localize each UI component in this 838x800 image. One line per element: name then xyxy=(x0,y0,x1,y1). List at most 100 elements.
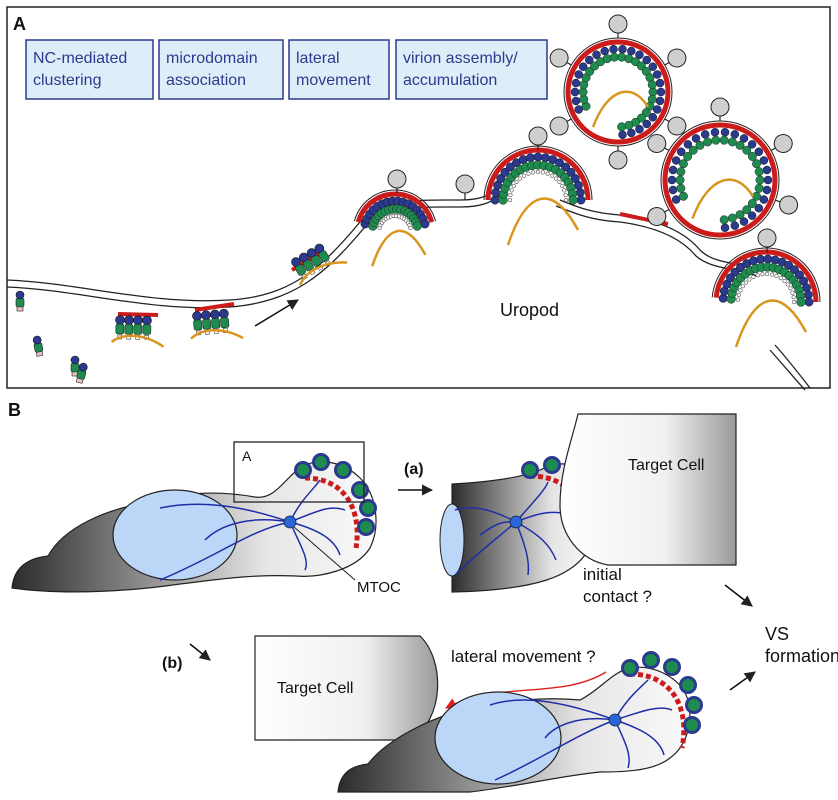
env-spike xyxy=(770,134,793,153)
gag-monomers xyxy=(15,290,88,384)
vs-line-2: formation xyxy=(765,646,838,666)
rna-strand xyxy=(691,178,755,219)
matrix-domain xyxy=(762,185,772,195)
matrix-domain xyxy=(618,130,627,140)
nc-domain xyxy=(736,297,741,302)
capsid-domain xyxy=(711,135,721,145)
plasma-membrane xyxy=(6,185,811,391)
matrix-domain xyxy=(526,153,535,163)
env-spike xyxy=(528,126,548,150)
budding-particle xyxy=(334,461,352,479)
nc-domain xyxy=(526,171,531,176)
capsid-domain xyxy=(754,167,764,177)
capsid-domain xyxy=(719,135,729,145)
matrix-domain xyxy=(561,162,571,172)
nc-domain xyxy=(562,188,567,193)
virions xyxy=(549,14,799,240)
virions-b1 xyxy=(294,453,377,536)
stage-4-line-1: virion assembly/ xyxy=(403,50,518,67)
budding-virion xyxy=(711,247,821,348)
matrix-domain xyxy=(618,44,627,54)
envelope-outer xyxy=(711,247,821,303)
budding-particle xyxy=(351,481,369,499)
gag-cluster xyxy=(110,315,165,348)
stage-box-4: virion assembly/ accumulation xyxy=(395,39,548,100)
spike-head xyxy=(757,228,777,248)
matrix-domain xyxy=(533,152,543,162)
budding-particle xyxy=(679,676,697,694)
rna-strand xyxy=(591,90,650,128)
matrix-domain xyxy=(656,87,666,97)
path-b-arrow xyxy=(189,643,211,661)
matrix-domain xyxy=(754,147,764,157)
capsid-domain xyxy=(742,205,752,215)
gag-head xyxy=(78,362,88,372)
budding-sites xyxy=(353,126,821,348)
nc-domain xyxy=(408,225,413,230)
matrix-domain xyxy=(747,140,757,149)
panel-a-label: A xyxy=(13,14,26,34)
capsid-domain xyxy=(752,191,761,201)
envelope-red xyxy=(355,191,435,223)
matrix-domain xyxy=(762,165,772,175)
nc-domain xyxy=(790,290,795,295)
capsid-domain xyxy=(683,152,693,161)
nc-domain xyxy=(531,170,536,175)
infected-cell-3 xyxy=(337,651,703,793)
capsid-domain xyxy=(747,199,757,208)
budding-particle xyxy=(621,659,639,677)
nc-domain xyxy=(514,179,519,185)
env-spike xyxy=(549,48,572,68)
matrix-domain xyxy=(655,96,665,106)
inset-label: A xyxy=(242,448,252,464)
capsid-domain xyxy=(688,145,698,155)
nc-domain xyxy=(560,183,565,189)
env-spike xyxy=(647,207,670,226)
matrix-domain xyxy=(730,221,740,230)
capsid-domain xyxy=(752,159,761,169)
nc-domain xyxy=(508,193,513,198)
uropod-label: Uropod xyxy=(500,300,559,320)
capsid-domain xyxy=(676,167,686,177)
path-b-label: (b) xyxy=(162,655,182,672)
matrix-domain xyxy=(627,128,636,138)
capsid-domain xyxy=(302,259,314,272)
nc-domain xyxy=(509,188,514,193)
matrix-domain xyxy=(653,105,662,114)
gag-molecule xyxy=(75,362,88,384)
spike-head xyxy=(549,48,569,68)
panel-b: B MTOC A (a) xyxy=(8,400,838,793)
budding-particle xyxy=(683,716,701,734)
nc-domain xyxy=(740,284,745,289)
panel-a: A NC-mediated clustering microdomain ass… xyxy=(6,6,831,391)
spike-head xyxy=(667,116,687,136)
matrix-domain xyxy=(574,70,583,79)
matrix-domain xyxy=(804,297,814,307)
envelope-red xyxy=(485,147,591,201)
nc-domain xyxy=(736,292,741,297)
matrix-domain xyxy=(668,165,678,175)
direction-arrow xyxy=(254,299,299,327)
spike-head xyxy=(647,207,667,226)
matrix-domain xyxy=(496,174,506,183)
budding-virion xyxy=(483,145,593,246)
matrix-domain xyxy=(635,124,644,134)
rna-strand xyxy=(506,197,580,246)
budding-particle xyxy=(521,461,539,479)
capsid-domain xyxy=(755,175,765,185)
initial-contact-line-2: contact ? xyxy=(583,587,652,606)
matrix-domain xyxy=(642,119,652,129)
budding-particle xyxy=(312,453,330,471)
capsid-domain xyxy=(676,183,686,193)
rna-strand xyxy=(734,299,808,348)
inset-box xyxy=(233,441,365,503)
capsid-domain xyxy=(310,254,322,267)
capsid-domain xyxy=(742,145,752,155)
matrix-domain xyxy=(627,46,636,56)
nc-domain xyxy=(782,278,787,284)
nc-domain xyxy=(535,169,541,175)
spike-head xyxy=(549,116,569,136)
target-cell-1 xyxy=(559,413,737,566)
matrix-domain xyxy=(124,315,134,325)
